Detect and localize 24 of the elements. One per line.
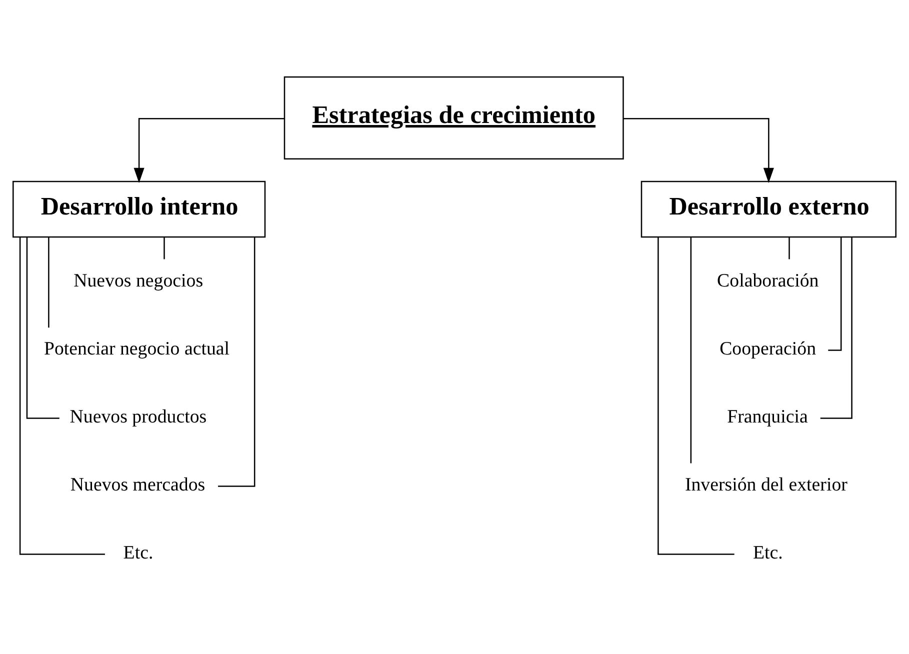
- node-text: Nuevos negocios: [74, 270, 204, 292]
- node-text: Nuevos mercados: [70, 474, 206, 496]
- node-text: Etc.: [752, 542, 783, 564]
- connector: [19, 238, 105, 555]
- connector: [26, 237, 60, 419]
- node-text: Potenciar negocio actual: [44, 338, 230, 360]
- node-text: Inversión del exterior: [684, 474, 848, 496]
- connector: [48, 237, 50, 328]
- node-text: Franquicia: [727, 406, 808, 428]
- node-text: Etc.: [123, 542, 154, 564]
- connector: [218, 237, 256, 487]
- node-box: Desarrollo externo: [640, 180, 896, 238]
- node-text: Nuevos productos: [70, 406, 207, 428]
- node-box: Estrategias de crecimiento: [284, 76, 624, 160]
- connector: [788, 237, 790, 260]
- node-box: Desarrollo interno: [12, 180, 266, 238]
- arrow: [134, 118, 284, 183]
- connector: [164, 237, 165, 260]
- connector: [658, 238, 734, 555]
- arrow: [623, 118, 774, 183]
- connector: [820, 237, 852, 419]
- connector: [690, 237, 692, 464]
- node-text: Cooperación: [720, 338, 816, 360]
- node-text: Colaboración: [717, 270, 819, 292]
